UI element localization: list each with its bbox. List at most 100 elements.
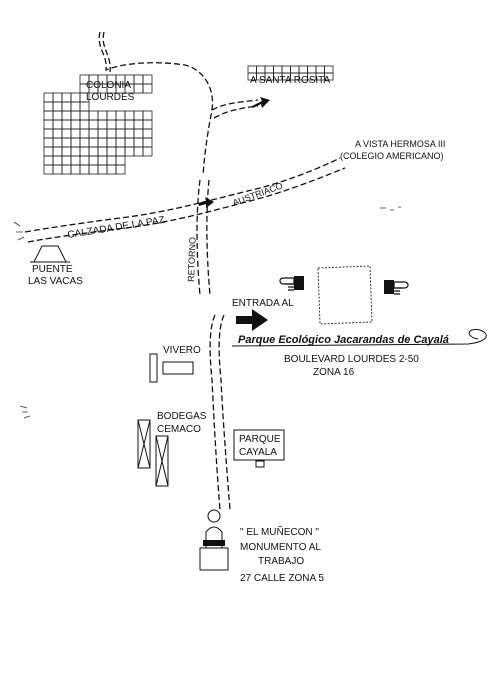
grid-block bbox=[43, 128, 54, 139]
grid-block bbox=[142, 137, 153, 148]
retorno-label: RETORNO bbox=[186, 237, 198, 282]
colonia-lourdes-label: LOURDES bbox=[86, 92, 135, 103]
grid-block bbox=[281, 65, 291, 74]
santa-rosita-grid bbox=[247, 65, 334, 81]
grid-block bbox=[61, 164, 72, 175]
grid-block bbox=[70, 164, 81, 175]
calzada-de-la-paz-road-2 bbox=[27, 167, 346, 243]
grid-block bbox=[124, 137, 135, 148]
grid-block bbox=[115, 137, 126, 148]
grid-block bbox=[79, 119, 90, 130]
grid-block bbox=[124, 119, 135, 130]
grid-block bbox=[115, 119, 126, 130]
grid-block bbox=[97, 155, 108, 166]
grid-block bbox=[133, 74, 144, 85]
south-road bbox=[209, 314, 221, 511]
grid-block bbox=[70, 128, 81, 139]
grid-block bbox=[79, 146, 90, 157]
grid-block bbox=[142, 119, 153, 130]
grid-block bbox=[97, 146, 108, 157]
santa-rosita-label: A SANTA ROSITA bbox=[250, 75, 331, 86]
grid-block bbox=[115, 128, 126, 139]
retorno-road-2 bbox=[206, 179, 211, 296]
grid-block bbox=[142, 83, 153, 94]
entrada-label: ENTRADA AL bbox=[232, 298, 294, 309]
zona16-label: ZONA 16 bbox=[313, 367, 355, 378]
grid-block bbox=[298, 65, 308, 74]
grid-block bbox=[247, 65, 257, 74]
parque-cayala-label: PARQUE bbox=[239, 434, 281, 445]
grid-block bbox=[324, 65, 334, 74]
grid-block bbox=[106, 128, 117, 139]
grid-block bbox=[106, 137, 117, 148]
colonia-lourdes-label: COLONIA bbox=[86, 80, 131, 91]
grid-block bbox=[61, 128, 72, 139]
grid-block bbox=[256, 65, 266, 74]
vista-hermosa-label: (COLEGIO AMERICANO) bbox=[340, 151, 444, 161]
grid-block bbox=[70, 119, 81, 130]
statue-icon bbox=[199, 509, 229, 571]
grid-block bbox=[52, 155, 63, 166]
colonia-lourdes-grid bbox=[43, 74, 153, 175]
grid-block bbox=[52, 92, 63, 103]
grid-block bbox=[43, 119, 54, 130]
roads bbox=[24, 31, 346, 511]
parque-cayala-label: CAYALA bbox=[239, 447, 277, 458]
grid-block bbox=[124, 110, 135, 121]
north-road bbox=[98, 31, 214, 176]
bridge-icon bbox=[30, 245, 70, 263]
grid-block bbox=[61, 101, 72, 112]
grid-block bbox=[88, 155, 99, 166]
grid-block bbox=[88, 164, 99, 175]
grid-block bbox=[61, 146, 72, 157]
grid-block bbox=[142, 146, 153, 157]
park-name-swoosh bbox=[231, 329, 487, 347]
grid-block bbox=[124, 146, 135, 157]
grid-block bbox=[61, 155, 72, 166]
grid-block bbox=[88, 128, 99, 139]
grid-block bbox=[70, 137, 81, 148]
grid-block bbox=[115, 110, 126, 121]
grid-block bbox=[133, 146, 144, 157]
grid-block bbox=[43, 92, 54, 103]
grid-block bbox=[88, 137, 99, 148]
grid-block bbox=[52, 164, 63, 175]
jacarandas-park-plot bbox=[317, 265, 373, 325]
grid-block bbox=[43, 155, 54, 166]
bodegas-cemaco-label: BODEGAS bbox=[157, 411, 207, 422]
grid-block bbox=[142, 74, 153, 85]
grid-block bbox=[97, 119, 108, 130]
munecon-label: " EL MUÑECON " bbox=[240, 525, 319, 538]
grid-block bbox=[70, 110, 81, 121]
grid-block bbox=[106, 119, 117, 130]
grid-block bbox=[43, 146, 54, 157]
grid-block bbox=[70, 146, 81, 157]
grid-block bbox=[97, 110, 108, 121]
santa-rosita-branch-2 bbox=[213, 105, 259, 119]
grid-block bbox=[88, 119, 99, 130]
grid-block bbox=[307, 65, 317, 74]
grid-block bbox=[70, 92, 81, 103]
grid-block bbox=[88, 146, 99, 157]
grid-block bbox=[52, 119, 63, 130]
grid-block bbox=[61, 137, 72, 148]
grid-block bbox=[324, 72, 334, 81]
grid-block bbox=[142, 128, 153, 139]
grid-block bbox=[79, 137, 90, 148]
grid-block bbox=[106, 110, 117, 121]
grid-block bbox=[290, 65, 300, 74]
grid-block bbox=[124, 128, 135, 139]
monumento-label: MONUMENTO AL bbox=[240, 542, 321, 553]
grid-block bbox=[106, 155, 117, 166]
grid-block bbox=[61, 119, 72, 130]
grid-block bbox=[79, 110, 90, 121]
santa-rosita-branch bbox=[211, 99, 259, 111]
park-name-label: Parque Ecológico Jacarandas de Cayalá bbox=[238, 334, 449, 346]
grid-block bbox=[79, 101, 90, 112]
grid-block bbox=[97, 137, 108, 148]
grid-block bbox=[61, 92, 72, 103]
grid-block bbox=[61, 110, 72, 121]
grid-block bbox=[52, 128, 63, 139]
puente-las-vacas-label: PUENTE bbox=[32, 264, 73, 275]
